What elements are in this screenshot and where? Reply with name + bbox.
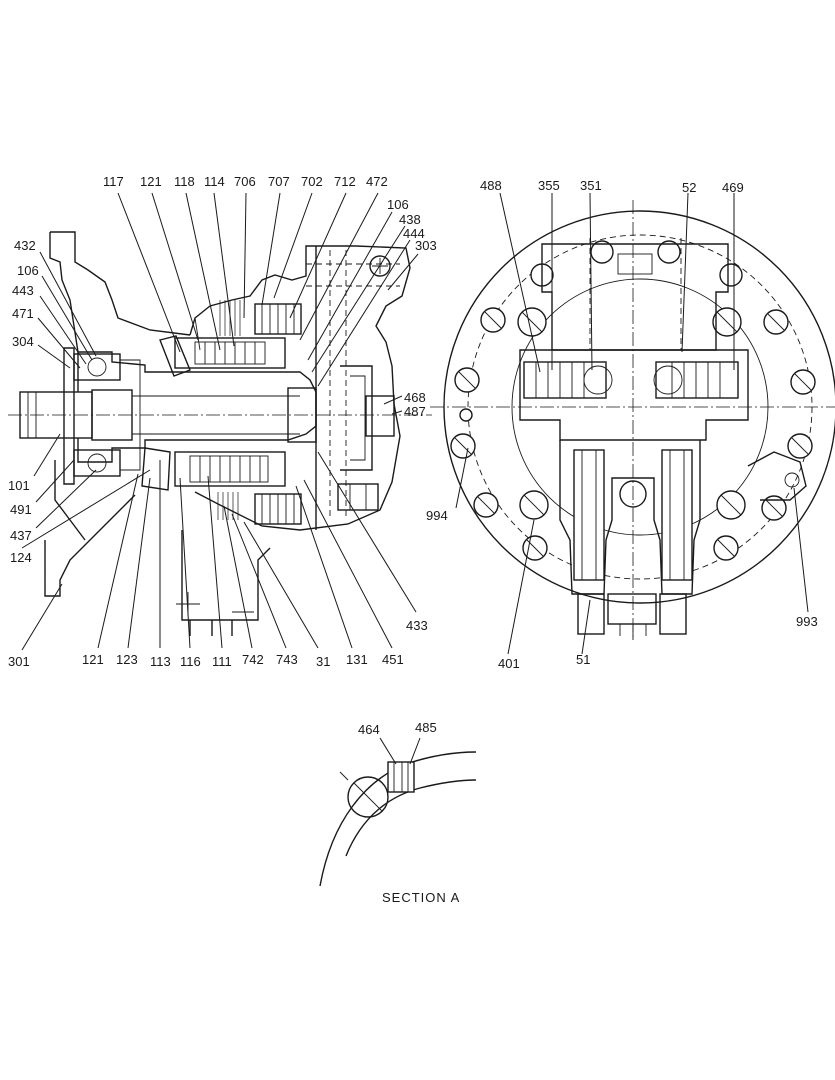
callout-472: 472 — [366, 174, 388, 189]
callout-464: 464 — [358, 722, 380, 737]
callout-355: 355 — [538, 178, 560, 193]
callout-106-left: 106 — [17, 263, 39, 278]
callout-451: 451 — [382, 652, 404, 667]
right-end-view — [430, 200, 835, 640]
right-view-labels: 488 355 351 52 469 994 401 51 993 — [426, 178, 818, 671]
callout-131: 131 — [346, 652, 368, 667]
callout-106-top: 106 — [387, 197, 409, 212]
callout-712: 712 — [334, 174, 356, 189]
callout-351: 351 — [580, 178, 602, 193]
callout-444: 444 — [403, 226, 425, 241]
callout-121-bottom: 121 — [82, 652, 104, 667]
callout-116: 116 — [180, 654, 201, 669]
right-view-leaders — [455, 192, 809, 655]
callout-491: 491 — [10, 502, 32, 517]
callout-468: 468 — [404, 390, 426, 405]
callout-118: 118 — [174, 174, 195, 189]
callout-121-top: 121 — [140, 174, 162, 189]
callout-702: 702 — [301, 174, 323, 189]
callout-51: 51 — [576, 652, 590, 667]
left-sectional-view — [8, 231, 432, 636]
callout-114: 114 — [204, 174, 225, 189]
callout-437: 437 — [10, 528, 32, 543]
callout-303: 303 — [415, 238, 437, 253]
callout-304: 304 — [12, 334, 34, 349]
callout-707: 707 — [268, 174, 290, 189]
callout-432: 432 — [14, 238, 36, 253]
callout-111: 111 — [212, 654, 232, 669]
callout-301: 301 — [8, 654, 30, 669]
callout-123: 123 — [116, 652, 138, 667]
callout-124: 124 — [10, 550, 32, 565]
bolt-holes — [450, 240, 816, 561]
callout-471: 471 — [12, 306, 34, 321]
callout-438: 438 — [399, 212, 421, 227]
callout-706: 706 — [234, 174, 256, 189]
callout-487: 487 — [404, 404, 426, 419]
callout-485: 485 — [415, 720, 437, 735]
callout-401: 401 — [498, 656, 520, 671]
section-a-caption: SECTION A — [382, 890, 460, 905]
callout-433: 433 — [406, 618, 428, 633]
section-a-view: 464 485 SECTION A — [319, 720, 477, 905]
callout-52: 52 — [682, 180, 696, 195]
callout-488: 488 — [480, 178, 502, 193]
callout-117: 117 — [103, 174, 124, 189]
callout-742: 742 — [242, 652, 264, 667]
left-view-labels: 117 121 118 114 706 707 702 712 472 106 … — [8, 174, 437, 669]
left-view-leaders — [21, 192, 419, 651]
callout-101: 101 — [8, 478, 30, 493]
callout-469: 469 — [722, 180, 744, 195]
callout-31: 31 — [316, 654, 330, 669]
callout-443: 443 — [12, 283, 34, 298]
callout-113: 113 — [150, 654, 171, 669]
callout-743: 743 — [276, 652, 298, 667]
callout-993: 993 — [796, 614, 818, 629]
callout-994: 994 — [426, 508, 448, 523]
